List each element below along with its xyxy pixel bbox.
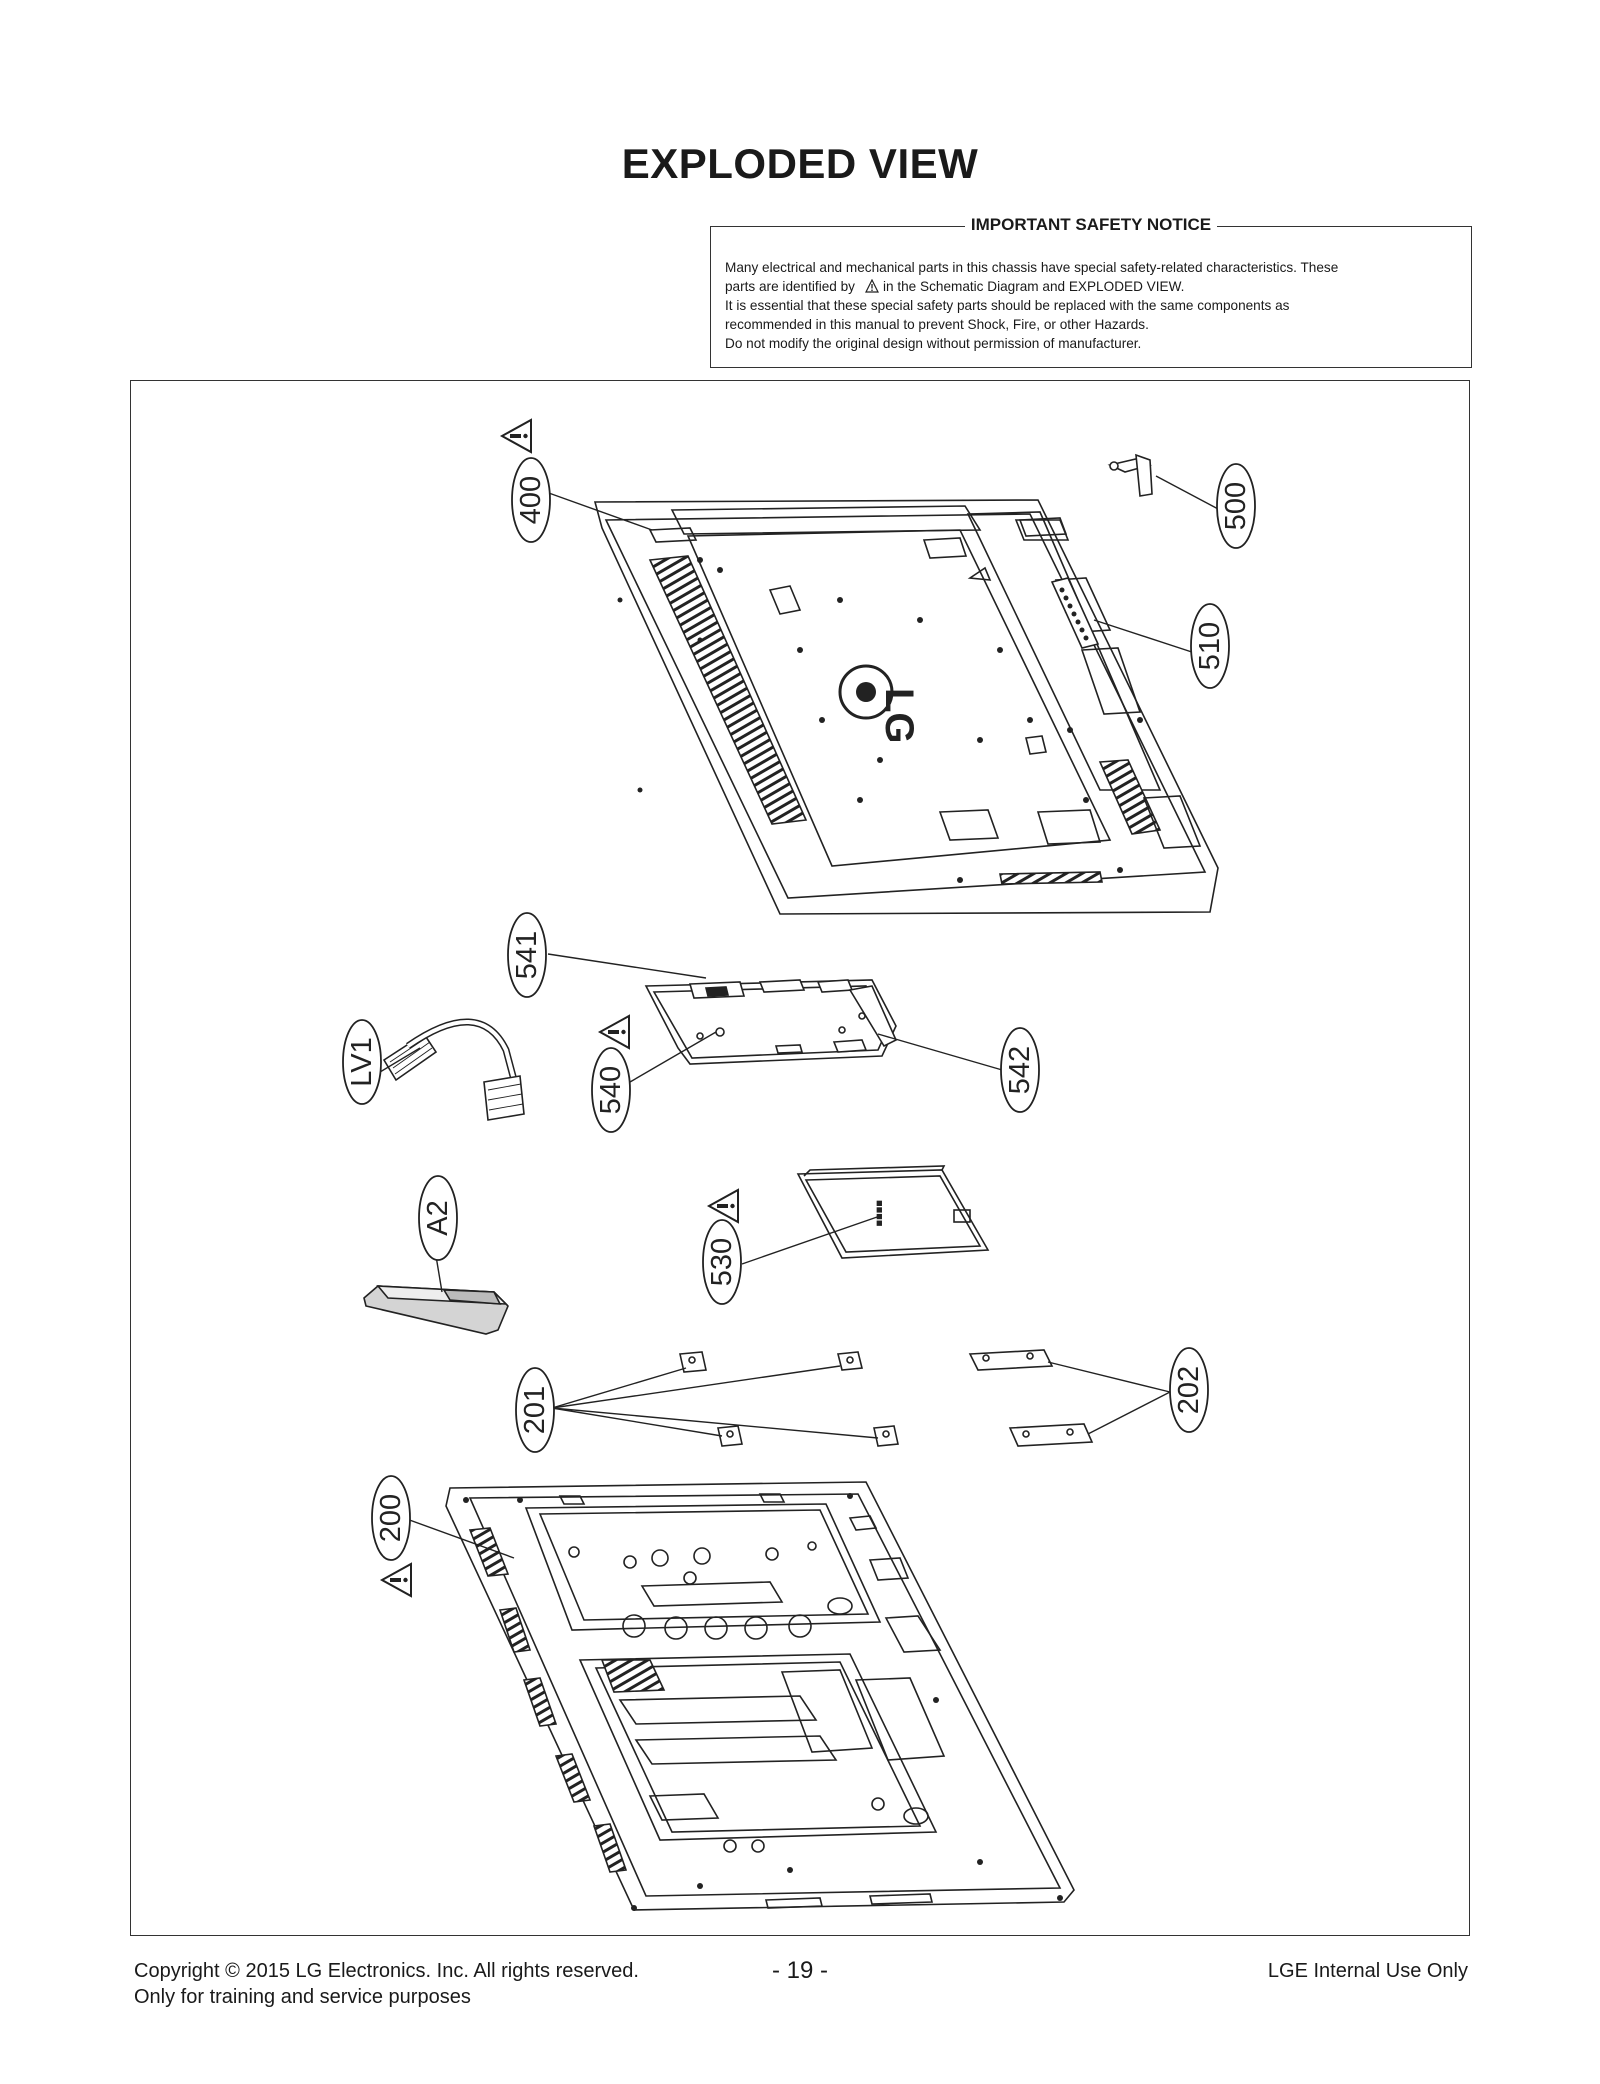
lvds-cable-part: [382, 1018, 525, 1121]
bracket-202-parts: [968, 1349, 1094, 1447]
callout-lv1: LV1: [342, 1019, 382, 1105]
copyright-text: Copyright © 2015 LG Electronics. Inc. Al…: [134, 1960, 639, 1982]
lg-logo: LG: [877, 688, 921, 744]
safety-notice-text: Many electrical and mechanical parts in …: [725, 258, 1457, 353]
leader-400: [545, 491, 653, 531]
warning-triangle-icon-530: [708, 1189, 739, 1223]
leader-lv1: [379, 1047, 421, 1073]
remote-control-part: [363, 1285, 509, 1335]
internal-use-text: LGE Internal Use Only: [1267, 1960, 1468, 1982]
svg-text:541: 541: [511, 931, 543, 979]
callout-200: 200: [371, 1475, 411, 1561]
leader-201: [551, 1365, 879, 1439]
leader-510: [1093, 619, 1205, 657]
notice-line-3: It is essential that these special safet…: [725, 298, 1290, 313]
svg-text:A2: A2: [422, 1200, 454, 1235]
back-cover-part: LG: [593, 499, 1219, 915]
page-number: - 19 -: [771, 1957, 828, 1984]
svg-text:201: 201: [519, 1386, 551, 1434]
svg-text:LV1: LV1: [346, 1037, 378, 1086]
leader-530: [741, 1215, 881, 1265]
leader-202: [1047, 1361, 1171, 1435]
callout-201: 201: [515, 1367, 555, 1453]
callout-500: 500: [1216, 463, 1256, 549]
callout-530: 530: [702, 1219, 742, 1305]
notice-line-4: recommended in this manual to prevent Sh…: [725, 317, 1149, 332]
svg-text:510: 510: [1194, 622, 1226, 670]
diagram-frame: [130, 380, 1470, 1936]
svg-text:400: 400: [515, 476, 547, 524]
svg-text:540: 540: [595, 1066, 627, 1114]
warning-triangle-icon-400: [501, 419, 532, 453]
svg-text:200: 200: [375, 1494, 407, 1542]
side-control-510-part: [1050, 577, 1100, 649]
footer-left: Copyright © 2015 LG Electronics. Inc. Al…: [134, 1958, 639, 2010]
leader-540: [629, 1031, 717, 1083]
leader-542: [877, 1033, 1017, 1075]
warning-triangle-icon-200: [381, 1563, 412, 1597]
power-supply-530-part: ■■■■: [796, 1165, 990, 1259]
main-board-part: [644, 979, 898, 1065]
leader-541: [547, 953, 707, 979]
callout-541: 541: [507, 912, 547, 998]
callout-540: 540: [591, 1047, 631, 1133]
callout-a2: A2: [418, 1175, 458, 1261]
notice-line-5: Do not modify the original design withou…: [725, 336, 1142, 351]
panel-200-part: [445, 1481, 1075, 1911]
notice-line-1: Many electrical and mechanical parts in …: [725, 260, 1339, 275]
callout-510: 510: [1190, 603, 1230, 689]
warning-triangle-icon-540: [599, 1015, 630, 1049]
callout-542: 542: [1000, 1027, 1040, 1113]
bracket-500-part: [1107, 453, 1153, 497]
bracket-201-parts: [679, 1351, 899, 1447]
callout-400: 400: [511, 457, 551, 543]
callout-202: 202: [1169, 1347, 1209, 1433]
leader-a2: [435, 1255, 443, 1293]
svg-text:■■■■: ■■■■: [873, 1200, 885, 1227]
svg-text:530: 530: [706, 1238, 738, 1286]
svg-text:202: 202: [1173, 1366, 1205, 1414]
safety-notice-heading: IMPORTANT SAFETY NOTICE: [964, 215, 1218, 234]
warning-triangle-icon: [865, 279, 879, 293]
page-title: EXPLODED VIEW: [621, 140, 979, 187]
leader-200: [403, 1517, 515, 1559]
svg-text:500: 500: [1220, 482, 1252, 530]
safety-notice-box: IMPORTANT SAFETY NOTICE Many electrical …: [710, 215, 1472, 368]
training-text: Only for training and service purposes: [134, 1986, 471, 2008]
leader-500: [1155, 475, 1221, 511]
svg-text:542: 542: [1004, 1046, 1036, 1094]
